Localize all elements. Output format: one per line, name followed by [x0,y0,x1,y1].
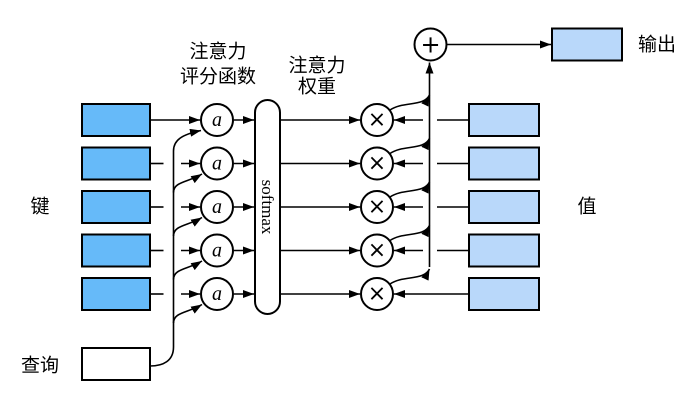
branch-multiply3-to-sum [389,181,431,198]
score-circle-3 [200,190,234,224]
score-label-4: a [212,240,222,262]
branch-multiply5-to-sum [389,268,431,285]
key-box-4 [81,233,151,268]
attention-weights-label-line1: 注意力 [288,55,345,77]
key-box-5 [81,277,151,311]
attention-weights-label-line2: 权重 [298,76,336,98]
scoring-function-label-line1: 注意力 [189,41,246,63]
score-circle-2 [200,146,234,181]
query-branch-to-score4 [172,260,203,280]
value-box-1 [468,103,540,137]
branch-multiply2-to-sum [389,138,431,155]
multiply-circle-5 [360,277,394,311]
query-label: 查询 [21,355,59,377]
key-box-3 [81,190,151,224]
score-circle-1 [200,103,234,137]
output-box [551,27,623,62]
multiply-label-5: × [368,282,386,307]
score-label-2: a [212,153,222,175]
multiply-circle-3 [360,190,394,224]
score-label-1: a [212,109,222,131]
query-box [81,347,151,381]
value-box-3 [468,190,540,224]
multiply-label-2: × [368,151,386,176]
multiply-label-4: × [368,238,386,263]
multiply-circle-4 [360,233,394,268]
multiply-circle-1 [360,103,394,137]
multiply-label-1: × [368,108,386,133]
value-box-4 [468,233,540,268]
score-label-3: a [212,196,222,218]
values-label: 值 [577,196,596,218]
branch-multiply4-to-sum [389,225,431,242]
score-label-5: a [212,283,222,305]
query-branch-to-score3 [172,216,203,237]
multiply-circle-2 [360,146,394,181]
output-label: 输出 [638,34,676,56]
key-box-1 [81,103,151,137]
keys-label: 键 [30,196,49,218]
query-fanout-trunk [149,128,202,367]
softmax-label: softmax [258,180,277,235]
scoring-function-label-line2: 评分函数 [180,66,256,88]
value-box-2 [468,146,540,181]
query-branch-to-score2 [172,173,203,193]
score-circle-4 [200,233,234,268]
query-branch-to-score5 [172,303,203,324]
sum-label: + [420,31,440,59]
multiply-label-3: × [368,195,386,220]
value-box-5 [468,277,540,311]
score-circle-5 [200,277,234,311]
branch-multiply1-to-sum [389,94,431,111]
key-box-2 [81,146,151,181]
